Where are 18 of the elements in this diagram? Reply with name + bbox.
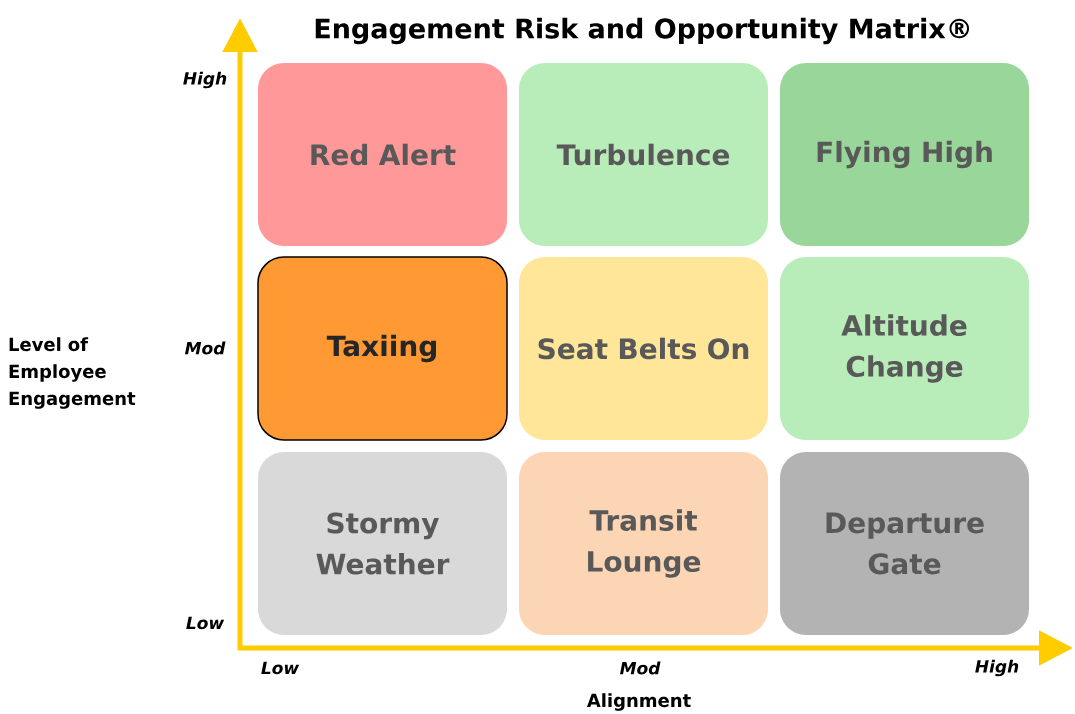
matrix-box: Altitude Change [780, 257, 1029, 440]
axis-tick-label: High [183, 71, 227, 89]
axis-tick-label: Mod [620, 661, 661, 675]
axis-title: Level of Employee Engagement [9, 337, 136, 409]
axis-tick-label: Mod [185, 341, 226, 355]
matrix-box: Turbulence [519, 63, 768, 246]
title: Engagement Risk and Opportunity Matrix® [315, 17, 969, 45]
matrix-box: Red Alert [258, 63, 507, 246]
axis-tick-label: Low [186, 616, 225, 630]
matrix-box: Flying High [780, 63, 1029, 246]
matrix-box: Seat Belts On [519, 257, 768, 440]
axis-tick-label: Low [261, 661, 300, 675]
axis-title: Alignment [586, 693, 691, 711]
matrix-box: Stormy Weather [258, 452, 507, 635]
matrix-box: Departure Gate [780, 452, 1029, 635]
matrix-box: Taxiing [257, 256, 508, 441]
matrix-box: Transit Lounge [519, 452, 768, 635]
axis-tick-label: High [975, 659, 1019, 677]
